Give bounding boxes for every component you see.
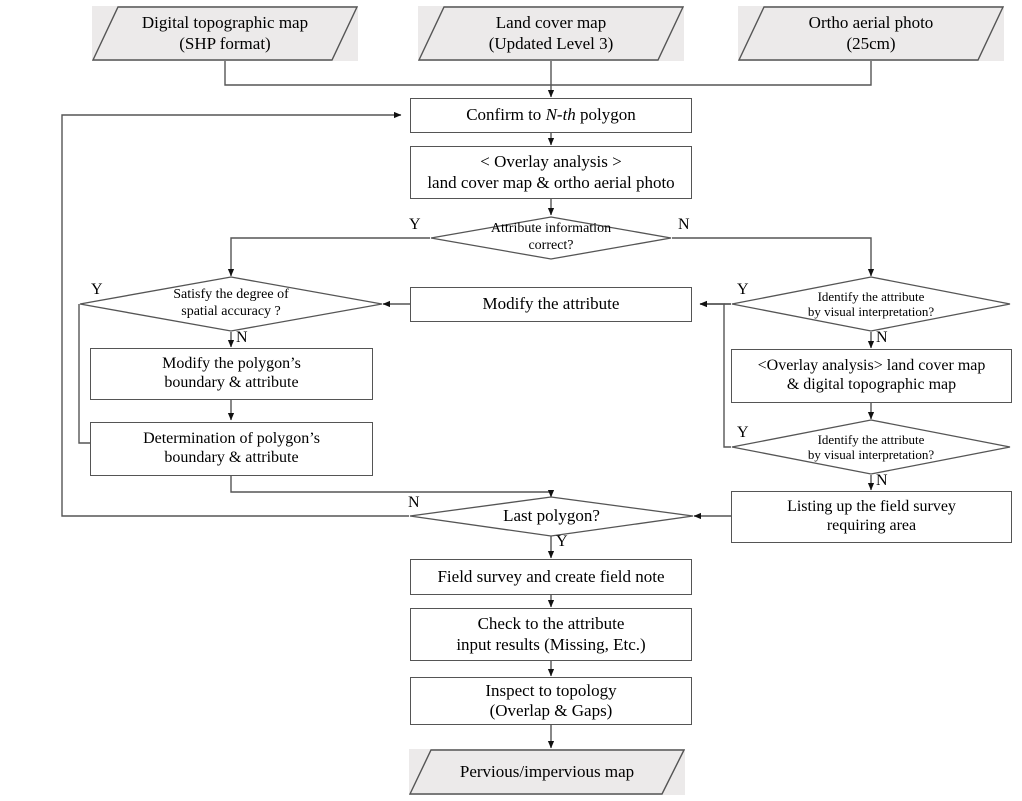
terminator-line-1: Land cover map — [495, 13, 607, 33]
diamond-shape — [731, 276, 1011, 332]
decision-attribute-information-correct[interactable]: Attribute information correct? — [430, 216, 672, 260]
decision-line-2: correct? — [528, 238, 574, 253]
decision-line-1: Last polygon? — [503, 506, 600, 526]
process-line-2: boundary & attribute — [164, 374, 299, 391]
edge-ortho-to-bus — [551, 61, 872, 86]
process-overlay-analysis-topographic[interactable]: <Overlay analysis> land cover map & digi… — [731, 349, 1012, 403]
edge-label-identify1-no: N — [876, 329, 888, 346]
edge-attrq-n — [672, 237, 875, 277]
process-line-1: <Overlay analysis> land cover map — [757, 357, 986, 375]
process-listing-field-survey-area[interactable]: Listing up the field survey requiring ar… — [731, 491, 1012, 543]
process-determination-polygon-boundary[interactable]: Determination of polygon’s boundary & at… — [90, 422, 373, 476]
process-line-2: boundary & attribute — [164, 449, 299, 466]
edge-label-attrq-no: N — [678, 216, 690, 233]
parallelogram-shape — [418, 6, 684, 61]
terminator-line-1: Ortho aerial photo — [808, 13, 934, 33]
process-line-2: (Overlap & Gaps) — [489, 701, 613, 720]
parallelogram-shape — [738, 6, 1004, 61]
confirm-emphasis: N-th — [545, 105, 576, 125]
terminator-line-2: (SHP format) — [179, 33, 271, 53]
parallelogram-shape — [409, 749, 685, 795]
diamond-shape — [731, 419, 1011, 475]
terminator-land-cover-map[interactable]: Land cover map (Updated Level 3) — [418, 6, 684, 61]
process-line-1: Field survey and create field note — [437, 566, 665, 586]
process-line-1: Listing up the field survey — [787, 498, 956, 516]
decision-line-1: Identify the attribute — [817, 431, 925, 447]
process-confirm-nth-polygon[interactable]: Confirm to N-th polygon — [410, 98, 692, 133]
terminator-pervious-impervious-map[interactable]: Pervious/impervious map — [409, 749, 685, 795]
edge-label-spatialq-no: N — [236, 329, 248, 346]
terminator-digital-topographic-map[interactable]: Digital topographic map (SHP format) — [92, 6, 358, 61]
process-check-attribute-input-results[interactable]: Check to the attribute input results (Mi… — [410, 608, 692, 661]
terminator-line-1: Digital topographic map — [141, 13, 309, 33]
decision-line-1: Attribute information — [490, 221, 612, 237]
edge-label-lastq-yes: Y — [556, 533, 568, 550]
diamond-shape — [430, 216, 672, 260]
process-line-2: requiring area — [826, 517, 917, 534]
decision-line-2: by visual interpretation? — [807, 304, 935, 319]
edge-attrq-y — [227, 237, 430, 277]
process-field-survey-create-note[interactable]: Field survey and create field note — [410, 559, 692, 595]
terminator-line-2: (Updated Level 3) — [488, 33, 614, 53]
decision-line-1: Satisfy the degree of — [173, 287, 289, 303]
diamond-shape — [409, 496, 694, 537]
decision-identify-attribute-visual-2[interactable]: Identify the attribute by visual interpr… — [731, 419, 1011, 475]
process-line-1: Determination of polygon’s — [143, 430, 320, 448]
decision-identify-attribute-visual-1[interactable]: Identify the attribute by visual interpr… — [731, 276, 1011, 332]
edge-label-identify1-yes: Y — [737, 281, 749, 298]
terminator-line-1: Pervious/impervious map — [459, 761, 635, 781]
decision-line-2: spatial accuracy ? — [181, 304, 281, 319]
process-line-2: input results (Missing, Etc.) — [456, 634, 646, 654]
edge-label-attrq-yes: Y — [409, 216, 421, 233]
edge-dtm-to-bus — [224, 61, 551, 86]
edge-determine-to-lastq — [230, 476, 555, 498]
decision-line-1: Identify the attribute — [817, 288, 925, 304]
process-line-2: land cover map & ortho aerial photo — [427, 172, 675, 192]
process-line-1: Modify the attribute — [482, 294, 620, 314]
confirm-prefix: Confirm to — [466, 105, 546, 125]
terminator-line-2: (25cm) — [846, 33, 896, 53]
parallelogram-shape — [92, 6, 358, 61]
edge-label-lastq-no: N — [408, 494, 420, 511]
edge-label-spatialq-yes: Y — [91, 281, 103, 298]
process-line-1: < Overlay analysis > — [480, 152, 622, 172]
process-line-2: & digital topographic map — [786, 376, 957, 393]
process-modify-the-attribute[interactable]: Modify the attribute — [410, 287, 692, 322]
confirm-suffix: polygon — [575, 105, 636, 125]
edge-label-identify2-yes: Y — [737, 424, 749, 441]
process-overlay-analysis-photo[interactable]: < Overlay analysis > land cover map & or… — [410, 146, 692, 199]
decision-last-polygon[interactable]: Last polygon? — [409, 496, 694, 537]
process-inspect-topology[interactable]: Inspect to topology (Overlap & Gaps) — [410, 677, 692, 725]
diamond-shape — [79, 276, 383, 332]
decision-satisfy-spatial-accuracy[interactable]: Satisfy the degree of spatial accuracy ? — [79, 276, 383, 332]
decision-line-2: by visual interpretation? — [807, 447, 935, 462]
process-modify-polygon-boundary[interactable]: Modify the polygon’s boundary & attribut… — [90, 348, 373, 400]
process-line-1: Check to the attribute — [477, 614, 625, 634]
process-line-1: Modify the polygon’s — [162, 355, 301, 373]
terminator-ortho-aerial-photo[interactable]: Ortho aerial photo (25cm) — [738, 6, 1004, 61]
edge-identify2-y — [699, 300, 731, 448]
process-line-1: Inspect to topology — [485, 680, 617, 700]
edge-label-identify2-no: N — [876, 472, 888, 489]
